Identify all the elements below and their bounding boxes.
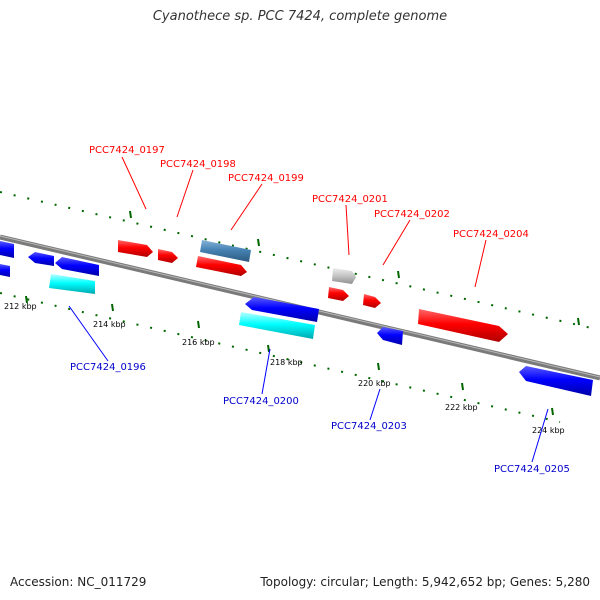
- gene-PCC7424_0203[interactable]: [377, 327, 403, 345]
- scale-label-218: 218 kbp: [270, 358, 303, 367]
- gene-PCC7424_0205[interactable]: [519, 366, 593, 396]
- gene-feature-unlabeled[interactable]: [0, 264, 10, 277]
- gene-PCC7424_0200[interactable]: [239, 312, 315, 339]
- callout-line-0205: [531, 408, 549, 463]
- callout-line-0201: [345, 204, 350, 256]
- gene-label-PCC7424_0198[interactable]: PCC7424_0198: [160, 159, 236, 170]
- scale-label-214: 214 kbp: [93, 320, 126, 329]
- gene-label-PCC7424_0204[interactable]: PCC7424_0204: [453, 229, 529, 240]
- gene-label-PCC7424_0200[interactable]: PCC7424_0200: [223, 396, 299, 407]
- gene-PCC7424_0201[interactable]: [332, 268, 356, 284]
- callout-line-0202: [382, 219, 411, 266]
- gene-feature-unlabeled[interactable]: [245, 297, 319, 322]
- callout-line-0197: [121, 156, 147, 210]
- scale-label-216: 216 kbp: [182, 338, 215, 347]
- callout-line-0200: [261, 348, 271, 395]
- gene-label-PCC7424_0202[interactable]: PCC7424_0202: [374, 209, 450, 220]
- callout-line-0199: [230, 183, 263, 231]
- gene-feature-unlabeled[interactable]: [0, 241, 14, 258]
- scale-label-212: 212 kbp: [4, 302, 37, 311]
- scale-label-224: 224 kbp: [532, 426, 565, 435]
- callout-line-0204: [474, 239, 487, 288]
- major-ticks: [25, 210, 580, 416]
- genome-summary-text: Topology: circular; Length: 5,942,652 bp…: [260, 575, 590, 589]
- callout-line-0203: [369, 388, 381, 421]
- scale-label-222: 222 kbp: [445, 403, 478, 412]
- callout-line-0196: [68, 305, 109, 362]
- gene-PCC7424_0197[interactable]: [118, 240, 153, 257]
- scale-label-220: 220 kbp: [358, 379, 391, 388]
- gene-PCC7424_0198[interactable]: [158, 249, 178, 263]
- gene-PCC7424_0202[interactable]: [363, 294, 381, 308]
- gene-PCC7424_0199[interactable]: [200, 240, 251, 262]
- gene-label-PCC7424_0199[interactable]: PCC7424_0199: [228, 173, 304, 184]
- gene-label-PCC7424_0203[interactable]: PCC7424_0203: [331, 421, 407, 432]
- genome-title: Cyanothece sp. PCC 7424, complete genome: [152, 9, 448, 24]
- gene-feature-unlabeled[interactable]: [328, 287, 349, 301]
- gene-PCC7424_0196[interactable]: [49, 274, 95, 294]
- gene-feature-unlabeled[interactable]: [196, 256, 247, 276]
- gene-label-PCC7424_0205[interactable]: PCC7424_0205: [494, 464, 570, 475]
- gene-label-PCC7424_0196[interactable]: PCC7424_0196: [70, 362, 146, 373]
- accession-text: Accession: NC_011729: [10, 575, 147, 589]
- callout-line-0198: [176, 169, 194, 218]
- gene-label-PCC7424_0197[interactable]: PCC7424_0197: [89, 145, 165, 156]
- gene-PCC7424_0204[interactable]: [418, 309, 508, 342]
- gene-feature-unlabeled[interactable]: [55, 257, 99, 276]
- gene-feature-unlabeled[interactable]: [28, 252, 54, 266]
- gene-label-PCC7424_0201[interactable]: PCC7424_0201: [312, 194, 388, 205]
